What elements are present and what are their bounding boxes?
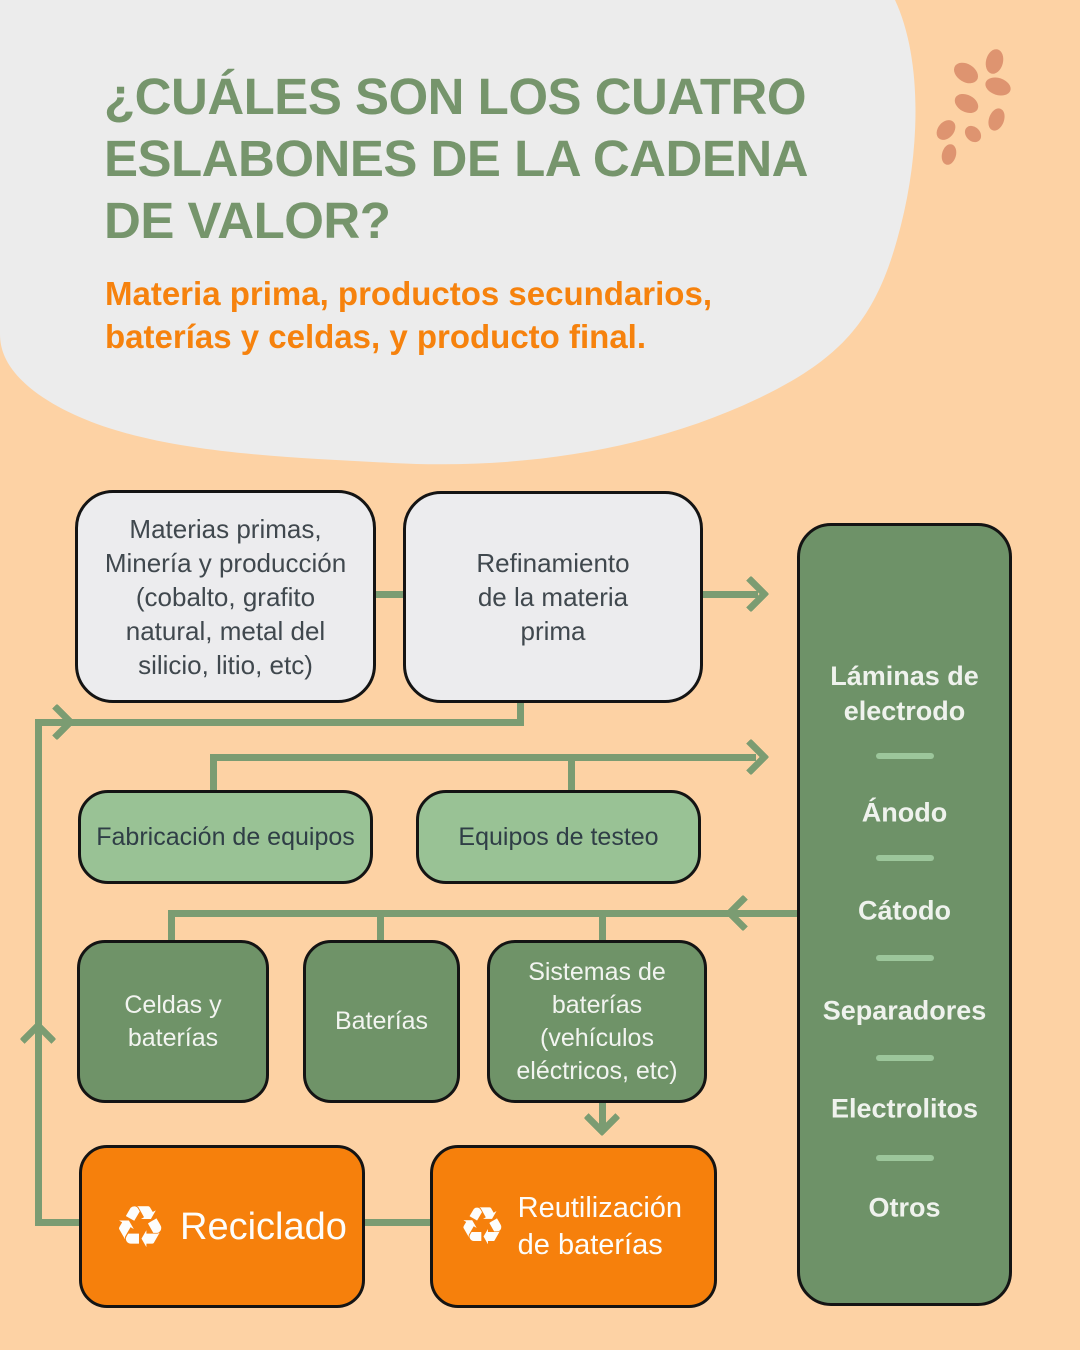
panel-item: Láminas de electrodo: [830, 661, 979, 726]
title-line: ESLABONES DE LA CADENA: [104, 130, 809, 187]
refining-box: Refinamiento de la materia prima: [403, 491, 703, 703]
arrow-right-icon: [732, 575, 770, 613]
cells-and-batteries-box: Celdas y baterías: [77, 940, 269, 1103]
components-panel: Láminas de electrodo Ánodo Cátodo Separa…: [797, 523, 1012, 1306]
arrow-down-icon: [583, 1099, 621, 1137]
connector-line: [210, 754, 756, 761]
panel-item: Ánodo: [861, 797, 948, 828]
connector-line: [599, 1100, 606, 1130]
page-subtitle: Materia prima, productos secundarios, ba…: [105, 272, 865, 358]
batteries-box: Baterías: [303, 940, 460, 1103]
connector-line: [35, 719, 524, 726]
connector-line: [168, 910, 798, 917]
connector-line: [362, 1219, 432, 1226]
connector-line: [568, 754, 575, 792]
connector-line: [35, 1219, 81, 1226]
panel-divider: [875, 1155, 934, 1161]
panel-item: Cátodo: [858, 895, 951, 926]
panel-divider: [875, 1055, 934, 1061]
arrow-up-icon: [19, 1020, 57, 1058]
recycle-icon: ♻: [114, 1192, 166, 1261]
connector-line: [168, 910, 175, 942]
recycling-label: Reciclado: [180, 1205, 347, 1248]
connector-line: [35, 719, 42, 1226]
panel-divider: [875, 855, 934, 861]
title-line: DE VALOR?: [104, 192, 391, 249]
dot-icon: [961, 122, 985, 146]
equipment-manufacturing-box: Fabricación de equipos: [78, 790, 373, 884]
panel-item: Separadores: [822, 995, 987, 1026]
title-line: ¿CUÁLES SON LOS CUATRO: [104, 68, 807, 125]
battery-reuse-box: ♻ Reutilización de baterías: [430, 1145, 717, 1308]
subtitle-line: baterías y celdas, y producto final.: [105, 318, 647, 355]
arrow-right-icon: [732, 738, 770, 776]
panel-divider: [875, 753, 934, 759]
arrow-right-icon: [38, 703, 76, 741]
battery-systems-box: Sistemas de baterías (vehículos eléctric…: [487, 940, 707, 1103]
arrow-left-icon: [724, 894, 762, 932]
connector-line: [599, 910, 606, 942]
connector-line: [702, 591, 758, 598]
dot-icon: [985, 106, 1008, 133]
testing-equipment-box: Equipos de testeo: [416, 790, 701, 884]
panel-item: Electrolitos: [830, 1093, 979, 1124]
connector-line: [377, 910, 384, 942]
subtitle-line: Materia prima, productos secundarios,: [105, 275, 712, 312]
battery-reuse-label: Reutilización de baterías: [517, 1191, 683, 1261]
dot-icon: [983, 47, 1006, 76]
panel-item: Otros: [868, 1192, 941, 1223]
page-title: ¿CUÁLES SON LOS CUATRO ESLABONES DE LA C…: [104, 66, 964, 252]
recycling-box: ♻ Reciclado: [79, 1145, 365, 1308]
recycle-icon: ♻: [459, 1196, 506, 1257]
connector-line: [517, 700, 524, 726]
panel-divider: [875, 955, 934, 961]
dot-icon: [983, 74, 1013, 99]
connector-line: [210, 754, 217, 792]
connector-line: [370, 591, 412, 598]
raw-materials-box: Materias primas, Minería y producción (c…: [75, 490, 376, 703]
